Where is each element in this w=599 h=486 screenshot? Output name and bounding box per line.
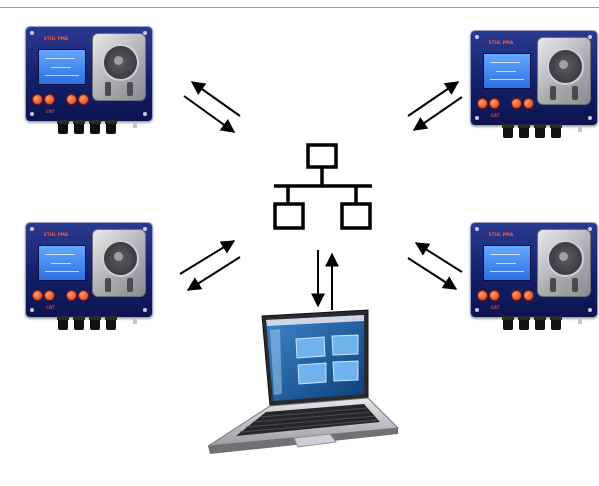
device-key [78,290,89,301]
peristaltic-pump-head [537,229,591,297]
dosing-pump-device: ETHL PMA EWT [470,30,598,141]
device-brand-label: ETHL PMA [44,36,69,41]
network-switch-icon [273,143,372,230]
dosing-pump-device: ETHL PMA EWT [25,26,153,137]
device-key [32,290,43,301]
device-lcd-screen [483,245,531,281]
device-key [477,98,488,109]
device-key [44,94,55,105]
device-logo: EWT [491,305,500,310]
bidirectional-arrow-icon [183,81,241,133]
device-key [489,290,500,301]
device-key [66,290,77,301]
bidirectional-arrow-icon [179,240,241,291]
device-lcd-screen [38,245,86,281]
device-brand-label: ETHL PMA [44,232,69,237]
bidirectional-arrow-icon [407,81,463,131]
device-key [523,98,534,109]
device-lcd-screen [483,53,531,89]
dosing-pump-device: ETHL PMA EWT [470,222,598,333]
device-key [511,290,522,301]
device-brand-label: ETHL PMA [489,232,514,237]
device-brand-label: ETHL PMA [489,40,514,45]
device-key [523,290,534,301]
peristaltic-pump-head [92,229,146,297]
device-key [511,98,522,109]
device-logo: EWT [46,109,55,114]
device-key [44,290,55,301]
peristaltic-pump-head [537,37,591,105]
screen-tiles [295,334,359,385]
device-lcd-screen [38,49,86,85]
device-key [78,94,89,105]
device-key [32,94,43,105]
device-logo: EWT [46,305,55,310]
laptop-icon [207,309,400,454]
bidirectional-arrow-icon [407,242,463,290]
top-divider [0,7,599,8]
device-key [66,94,77,105]
dosing-pump-device: ETHL PMA EWT [25,222,153,333]
device-key [489,98,500,109]
bidirectional-arrow-icon [311,250,339,310]
device-key [477,290,488,301]
device-logo: EWT [491,113,500,118]
peristaltic-pump-head [92,33,146,101]
